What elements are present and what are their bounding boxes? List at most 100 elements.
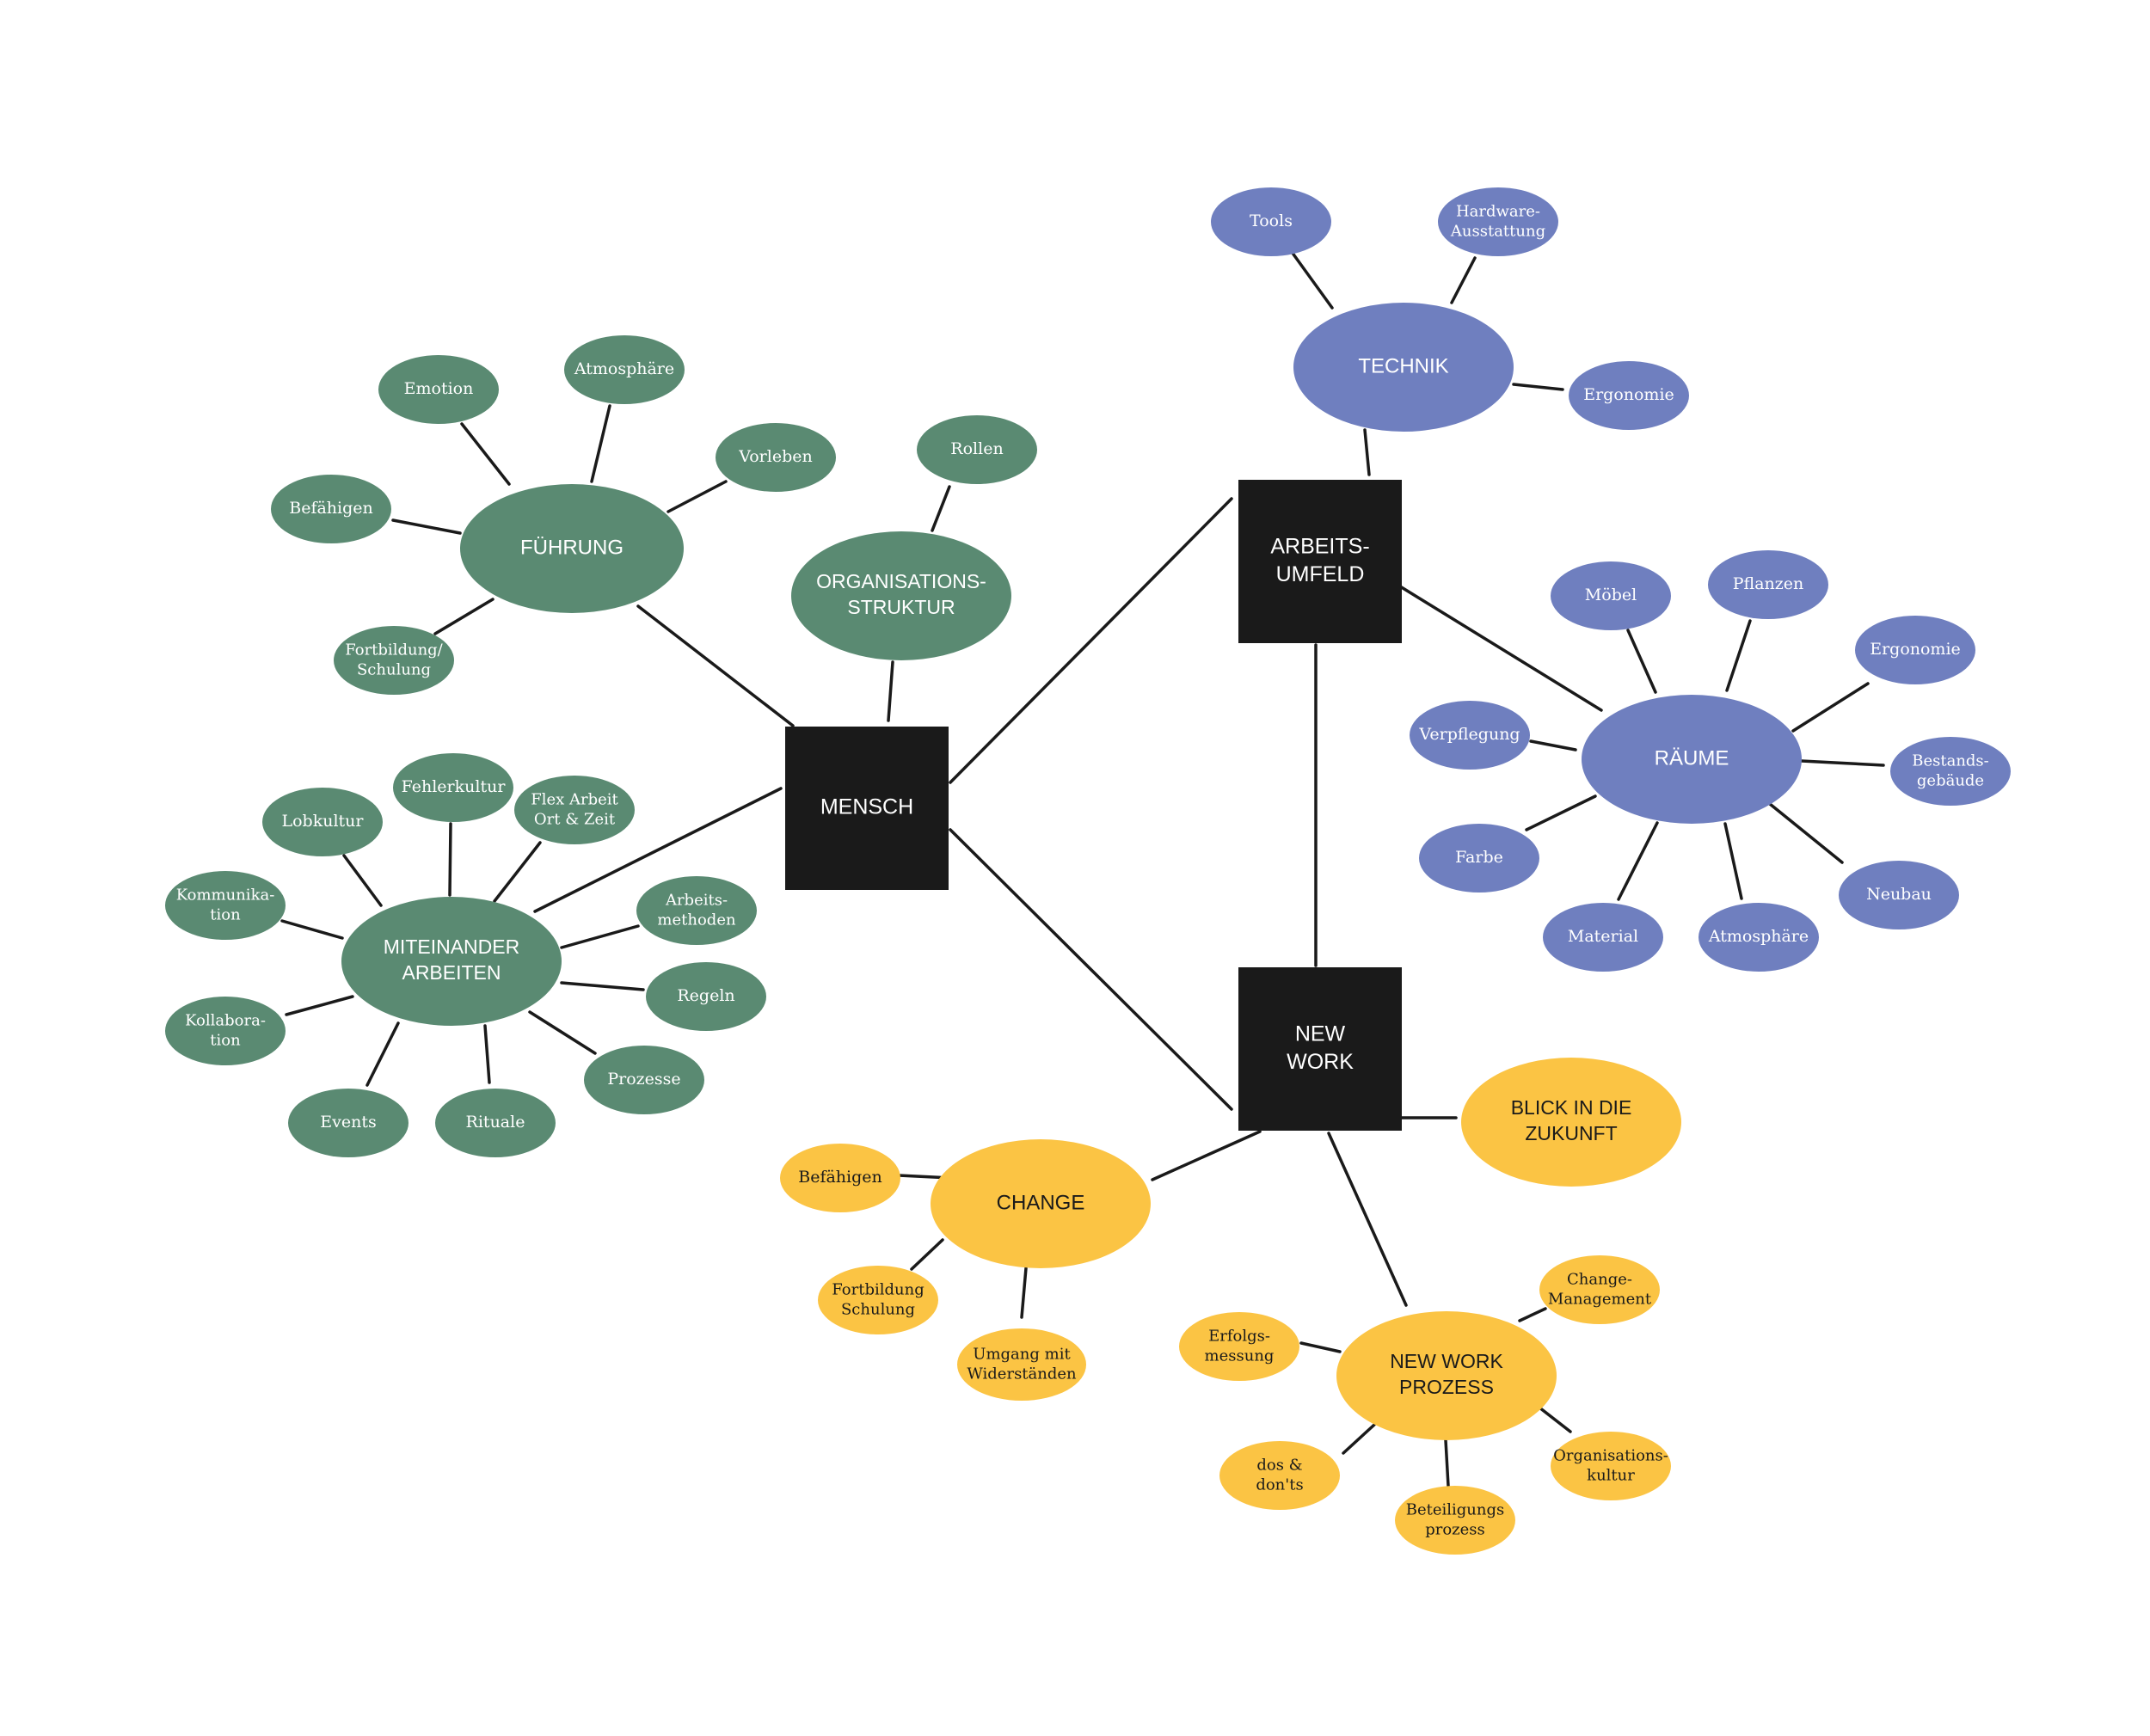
node-label: ARBEITS- <box>1270 534 1369 558</box>
connector-line <box>949 497 1233 784</box>
node-shape <box>917 415 1037 484</box>
node-shape <box>1551 561 1671 630</box>
connector-line <box>636 604 795 727</box>
node-shape <box>460 484 684 613</box>
node-shape <box>1219 1441 1340 1510</box>
node-label: Pflanzen <box>1733 574 1804 593</box>
connector-line <box>1444 1438 1450 1488</box>
node-raeume: RÄUME <box>1582 695 1802 824</box>
connector-line <box>493 841 542 903</box>
node-label: methoden <box>657 911 736 929</box>
connector-line <box>366 1021 400 1087</box>
node-label: Befähigen <box>289 499 373 518</box>
node-shape <box>785 727 949 890</box>
node-change: CHANGE <box>931 1139 1151 1268</box>
node-shape <box>1179 1312 1299 1381</box>
node-shape <box>636 876 757 945</box>
node-label: NEW <box>1295 1021 1346 1046</box>
node-arbeitsumfeld: ARBEITS-UMFELD <box>1238 480 1402 643</box>
node-label: Fehlerkultur <box>402 777 507 796</box>
node-shape <box>716 423 836 492</box>
node-shape <box>1543 903 1663 972</box>
connector-line <box>1723 822 1743 900</box>
node-label: Fortbildung <box>832 1280 924 1298</box>
node-shape <box>341 897 562 1026</box>
connector-line <box>560 924 640 949</box>
node-r-farbe: Farbe <box>1419 824 1539 893</box>
node-shape <box>393 753 513 822</box>
node-m-fehler: Fehlerkultur <box>393 753 513 822</box>
node-shape <box>564 335 685 404</box>
node-r-moebel: Möbel <box>1551 561 1671 630</box>
node-shape <box>957 1328 1086 1401</box>
node-t-tools: Tools <box>1211 187 1331 256</box>
node-label: NEW WORK <box>1390 1350 1503 1372</box>
connector-line <box>1512 383 1564 391</box>
node-shape <box>1438 187 1558 256</box>
connector-line <box>949 828 1233 1111</box>
node-f-atmos: Atmosphäre <box>564 335 685 404</box>
node-label: Atmosphäre <box>1708 927 1809 946</box>
node-r-atmos: Atmosphäre <box>1698 903 1819 972</box>
node-label: ZUKUNFT <box>1525 1122 1617 1144</box>
node-label: FÜHRUNG <box>520 536 624 559</box>
node-shape <box>780 1144 900 1212</box>
node-label: Vorleben <box>738 447 812 466</box>
node-shape <box>1238 967 1402 1131</box>
node-label: kultur <box>1587 1467 1635 1485</box>
node-m-kommunikation: Kommunika-tion <box>165 871 286 940</box>
node-technik: TECHNIK <box>1293 303 1514 432</box>
node-f-emotion: Emotion <box>378 355 499 424</box>
node-o-rollen: Rollen <box>917 415 1037 484</box>
node-label: MENSCH <box>820 795 913 819</box>
node-label: Arbeits- <box>665 891 728 909</box>
node-label: Management <box>1548 1291 1652 1309</box>
node-p-erfolg: Erfolgs-messung <box>1179 1312 1299 1381</box>
node-label: gebäude <box>1917 772 1984 790</box>
node-label: ORGANISATIONS- <box>816 570 986 592</box>
connector-line <box>1529 739 1577 751</box>
connector-line <box>342 854 383 907</box>
node-label: Kommunika- <box>176 886 275 904</box>
connector-line <box>460 422 511 486</box>
node-label: Neubau <box>1866 885 1932 904</box>
node-label: Befähigen <box>798 1168 882 1187</box>
node-label: Kollabora- <box>185 1011 266 1029</box>
node-m-rituale: Rituale <box>435 1089 556 1157</box>
node-fuehrung: FÜHRUNG <box>460 484 684 613</box>
node-label: Change- <box>1567 1270 1632 1288</box>
node-f-befaehigen: Befähigen <box>271 475 391 543</box>
connector-line <box>433 598 494 635</box>
node-shape <box>1419 824 1539 893</box>
connector-line <box>590 404 611 483</box>
node-shape <box>1461 1058 1681 1187</box>
node-label: prozess <box>1425 1521 1485 1539</box>
connector-line <box>887 660 894 722</box>
connector-line <box>1626 629 1657 694</box>
node-label: TECHNIK <box>1358 354 1448 377</box>
node-shape <box>584 1046 704 1114</box>
node-label: Ergonomie <box>1870 640 1961 659</box>
node-label: BLICK IN DIE <box>1511 1096 1632 1119</box>
node-label: Widerständen <box>967 1365 1077 1383</box>
node-shape <box>288 1089 408 1157</box>
node-m-lobkultur: Lobkultur <box>262 788 383 856</box>
node-m-regeln: Regeln <box>646 962 766 1031</box>
node-label: Ausstattung <box>1450 223 1545 241</box>
node-label: Fortbildung/ <box>345 641 443 659</box>
node-mensch: MENSCH <box>785 727 949 890</box>
connector-line <box>1768 802 1844 864</box>
node-orgstruktur: ORGANISATIONS-STRUKTUR <box>791 531 1011 660</box>
node-label: Umgang mit <box>973 1345 1071 1363</box>
node-label: dos & <box>1256 1456 1302 1474</box>
connector-line <box>1525 794 1597 831</box>
node-f-fortbildung: Fortbildung/Schulung <box>334 626 454 695</box>
node-t-ergonomie: Ergonomie <box>1569 361 1689 430</box>
node-shape <box>271 475 391 543</box>
connector-line <box>931 485 951 532</box>
connector-line <box>391 518 462 535</box>
